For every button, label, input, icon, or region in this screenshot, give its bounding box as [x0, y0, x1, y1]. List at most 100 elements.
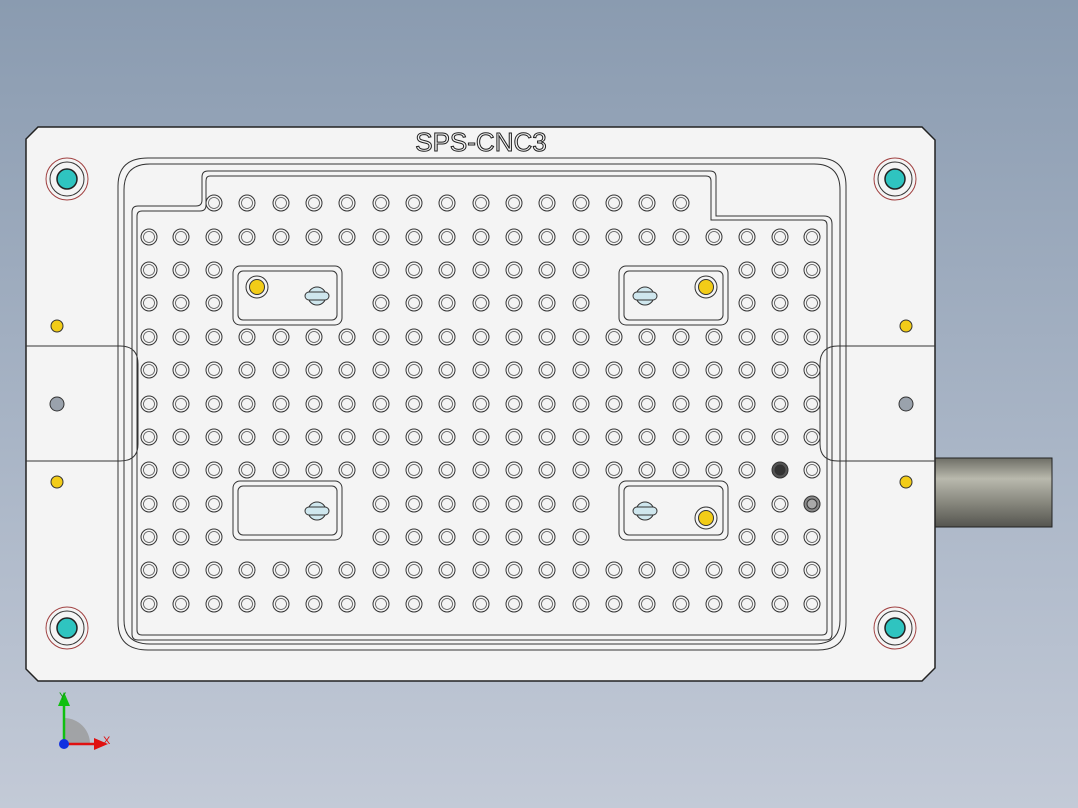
grid-hole-bore: [275, 431, 287, 443]
grid-hole-bore: [475, 331, 487, 343]
grid-hole-bore: [675, 464, 687, 476]
grid-hole-bore: [806, 264, 818, 276]
grid-hole-bore: [143, 231, 155, 243]
grid-hole-bore: [541, 598, 553, 610]
grid-hole-bore: [508, 231, 520, 243]
gray-dot-icon: [49, 396, 65, 412]
grid-hole-bore: [341, 431, 353, 443]
grid-hole-bore: [208, 464, 220, 476]
grid-hole-bore: [208, 197, 220, 209]
grid-hole-bore: [441, 331, 453, 343]
grid-hole-bore: [508, 364, 520, 376]
grid-hole-bore: [241, 598, 253, 610]
grid-hole-bore: [308, 398, 320, 410]
grid-hole-bore: [741, 364, 753, 376]
grid-hole-bore: [575, 364, 587, 376]
grid-hole-bore: [341, 197, 353, 209]
grid-hole-bore: [541, 464, 553, 476]
grid-hole-bore: [175, 598, 187, 610]
grid-hole-bore: [208, 231, 220, 243]
grid-hole-bore: [475, 598, 487, 610]
grid-hole-bore: [275, 364, 287, 376]
grid-hole-bore: [774, 531, 786, 543]
grid-hole-bore: [575, 231, 587, 243]
grid-hole-bore: [575, 498, 587, 510]
grid-hole-bore: [408, 598, 420, 610]
yellow-dot-icon: [50, 319, 64, 333]
grid-hole-bore: [741, 398, 753, 410]
grid-hole-bore: [275, 197, 287, 209]
grid-hole-bore: [741, 231, 753, 243]
grid-hole-bore: [708, 564, 720, 576]
grid-hole-bore: [408, 231, 420, 243]
clamp-screw-4: [632, 501, 658, 521]
grid-hole-bore: [641, 231, 653, 243]
grid-hole-bore: [408, 197, 420, 209]
grid-hole-bore: [774, 364, 786, 376]
grid-hole-bore: [641, 598, 653, 610]
grid-hole-bore: [608, 364, 620, 376]
grid-hole-bore: [208, 498, 220, 510]
grid-hole-bore: [575, 297, 587, 309]
grid-hole-bore: [175, 531, 187, 543]
grid-hole-bore: [375, 464, 387, 476]
grid-hole-bore: [175, 331, 187, 343]
grid-hole-bore: [441, 364, 453, 376]
grid-hole-bore: [341, 564, 353, 576]
grid-hole-bore: [608, 231, 620, 243]
teal-circle-icon: [45, 157, 89, 201]
clamp-screw-2: [632, 286, 658, 306]
grid-hole-bore: [143, 364, 155, 376]
grid-hole-bore: [275, 598, 287, 610]
grid-hole-bore: [575, 531, 587, 543]
grid-hole-bore: [806, 297, 818, 309]
grid-hole-bore: [541, 297, 553, 309]
grid-hole-bore: [441, 264, 453, 276]
edge-pins[interactable]: [49, 319, 914, 489]
grid-hole-bore: [806, 231, 818, 243]
grid-hole-bore: [241, 197, 253, 209]
teal-circle-icon: [873, 157, 917, 201]
grid-hole-bore: [806, 598, 818, 610]
slot-dowels[interactable]: [245, 275, 718, 530]
grid-hole-bore: [774, 564, 786, 576]
grid-hole-bore: [175, 264, 187, 276]
grid-hole-bore: [608, 331, 620, 343]
grid-hole-bore: [441, 464, 453, 476]
grid-hole-bore: [341, 364, 353, 376]
grid-hole-bore: [741, 431, 753, 443]
grid-hole-bore: [241, 331, 253, 343]
grid-hole-bore: [475, 398, 487, 410]
grid-hole-bore: [143, 331, 155, 343]
grid-hole-bore: [143, 431, 155, 443]
grid-hole-bore: [375, 564, 387, 576]
grid-hole-bore: [708, 398, 720, 410]
grid-hole-bore: [475, 197, 487, 209]
grid-hole-bore: [143, 531, 155, 543]
grid-hole-bore: [541, 231, 553, 243]
grid-hole-bore: [375, 398, 387, 410]
teal-circle-icon: [45, 606, 89, 650]
grid-hole-bore: [675, 598, 687, 610]
corner-bolts[interactable]: [45, 157, 917, 650]
grid-hole-bore: [375, 431, 387, 443]
grid-hole-bore: [143, 598, 155, 610]
grid-hole-bore: [308, 431, 320, 443]
grid-hole-bore: [508, 398, 520, 410]
grid-hole-bore: [774, 498, 786, 510]
grid-hole-bore: [375, 264, 387, 276]
slotted-clamp-icon[interactable]: [304, 286, 658, 521]
grid-hole-bore: [741, 264, 753, 276]
grid-hole-bore: [308, 564, 320, 576]
grid-hole-bore: [143, 564, 155, 576]
grid-hole-bore: [441, 431, 453, 443]
grid-hole-bore: [774, 598, 786, 610]
grid-hole-bore: [441, 498, 453, 510]
grid-hole-bore: [508, 531, 520, 543]
grid-hole-bore: [475, 431, 487, 443]
grid-hole-bore: [441, 297, 453, 309]
grid-hole-bore: [208, 398, 220, 410]
grid-hole-bore: [774, 431, 786, 443]
grid-hole-bore: [475, 564, 487, 576]
